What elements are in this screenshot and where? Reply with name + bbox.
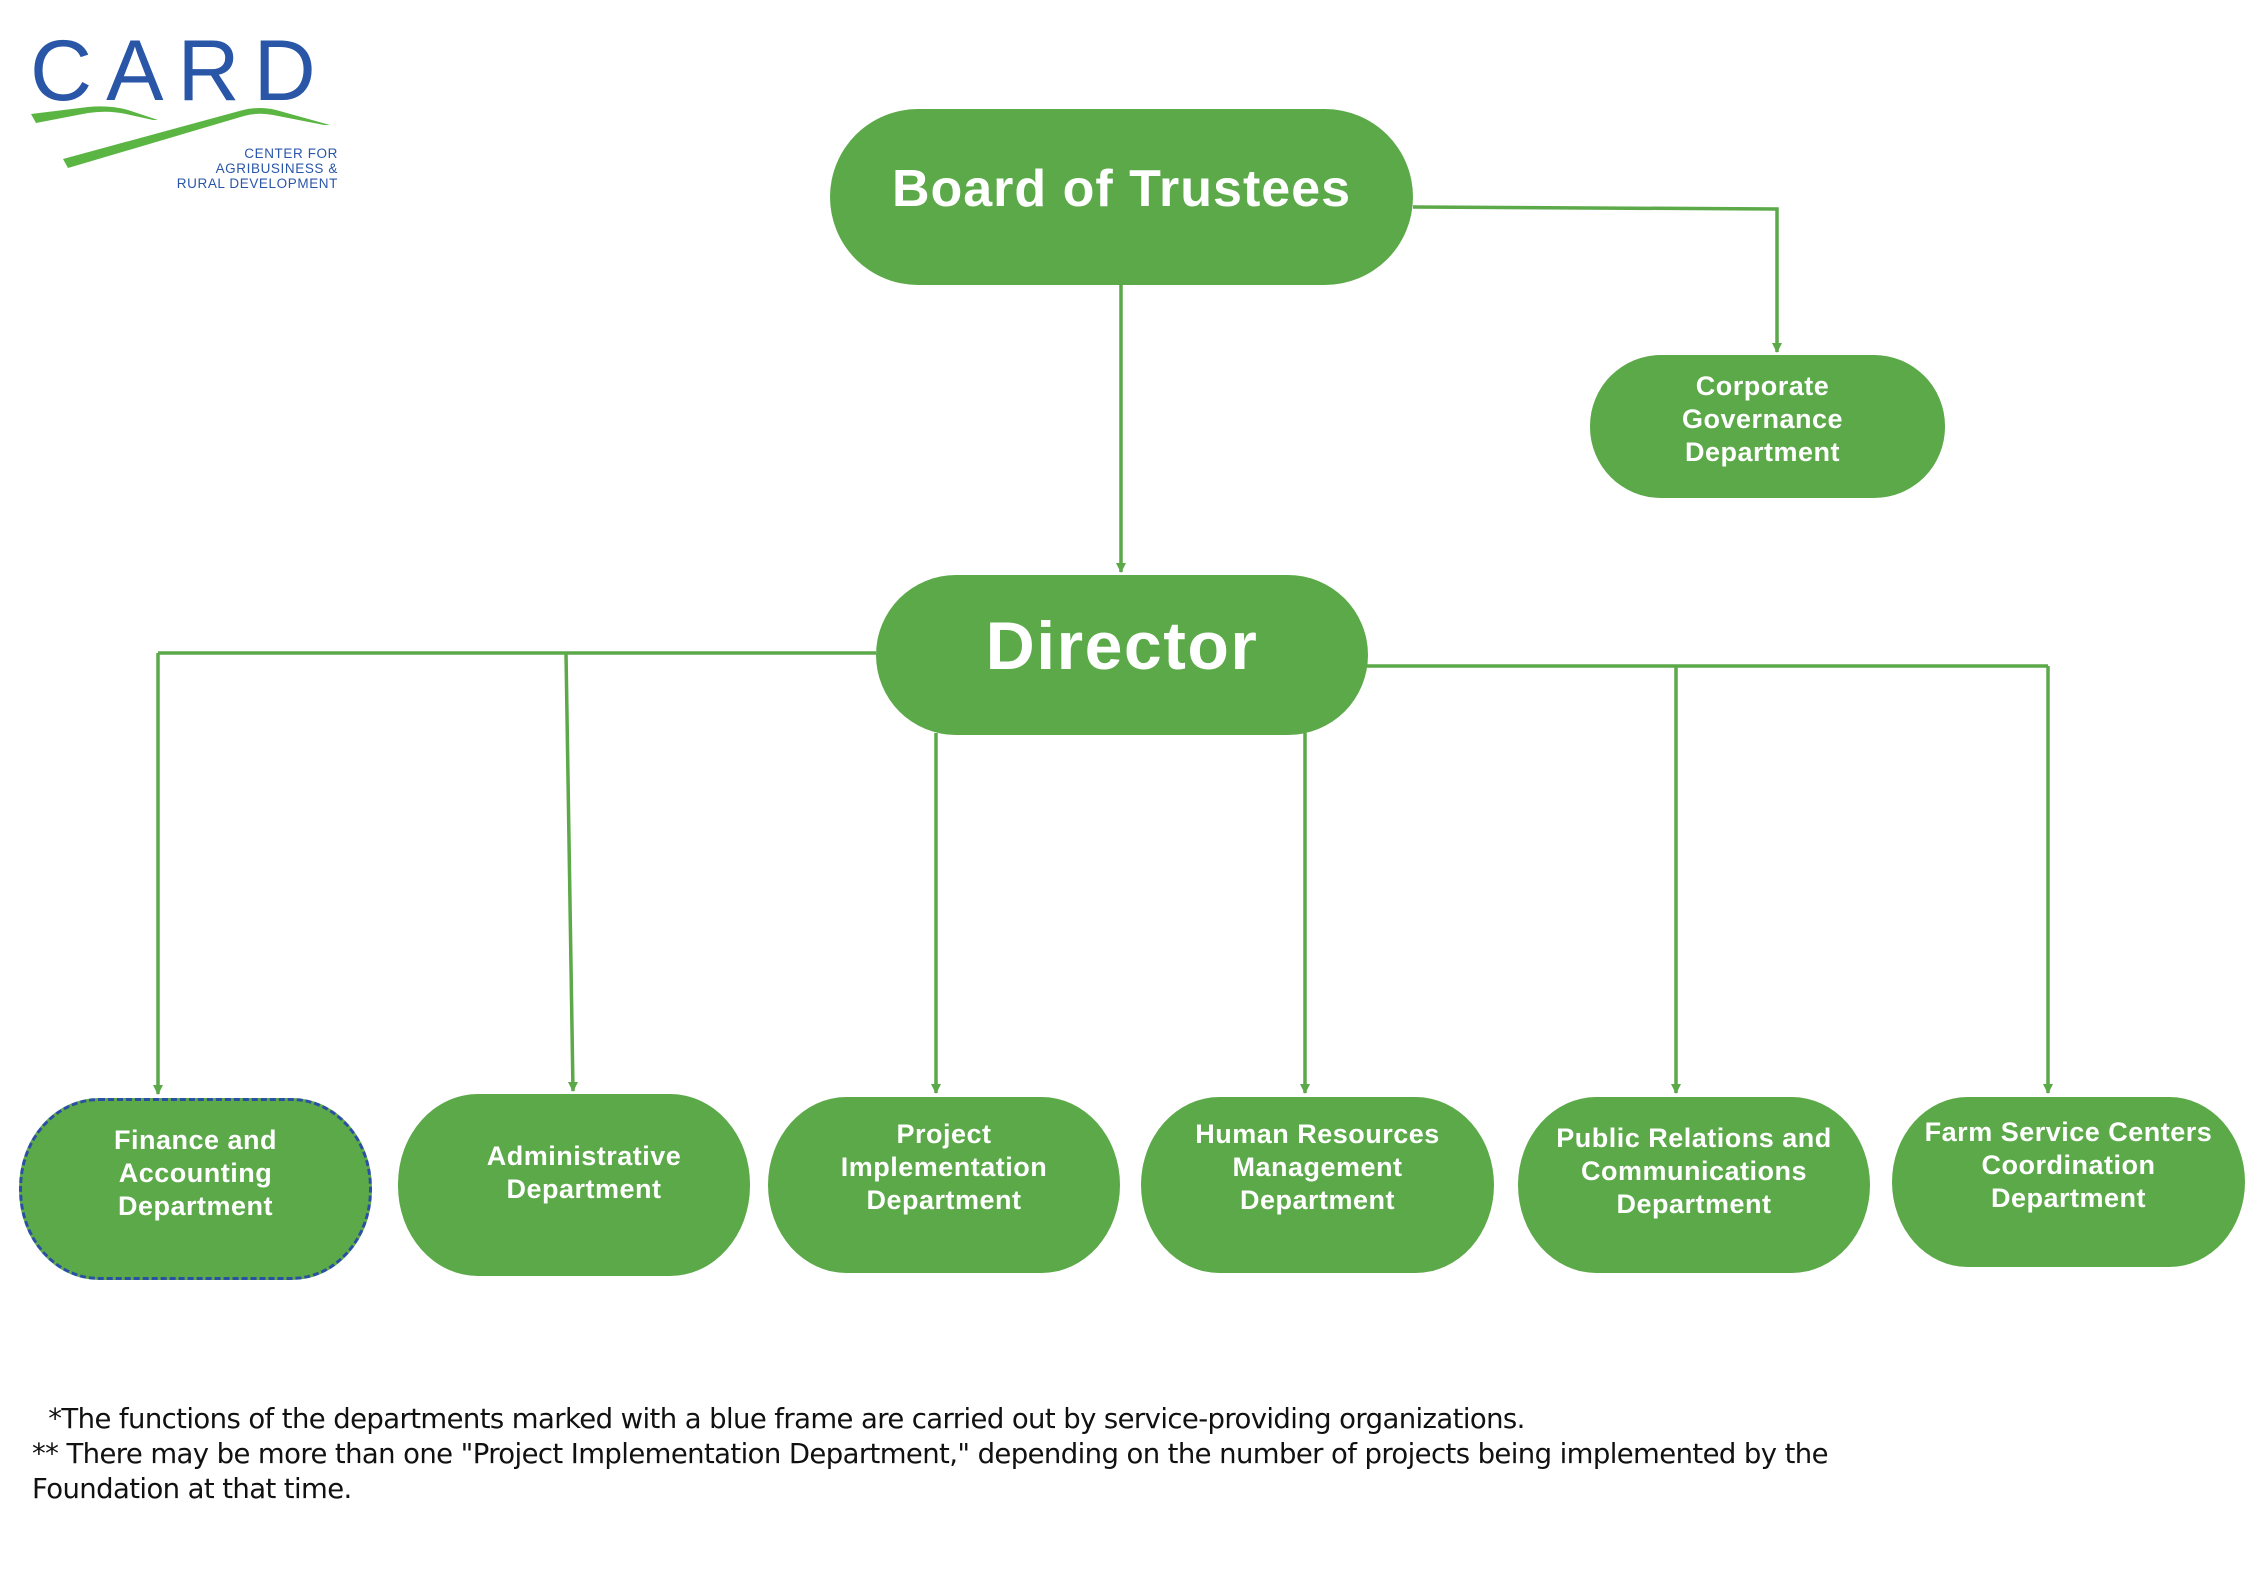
node-label: Project Implementation Department	[840, 1118, 1048, 1215]
logo-field-swoosh-icon	[31, 106, 330, 168]
connector-board-to-corporate	[1412, 205, 1782, 353]
node-administrative-department[interactable]: Administrative Department	[398, 1094, 750, 1276]
footnote-project-implementation-line-1: ** There may be more than one "Project I…	[32, 1438, 1829, 1470]
node-project-implementation-department[interactable]: Project Implementation Department	[768, 1097, 1120, 1273]
node-public-relations-and-communications-department[interactable]: Public Relations and Communications Depa…	[1518, 1097, 1870, 1273]
logo-subtitle: CENTER FOR AGRIBUSINESS & RURAL DEVELOPM…	[176, 146, 338, 191]
node-director[interactable]: Director	[876, 575, 1368, 735]
node-farm-service-centers-coordination-department[interactable]: Farm Service Centers Coordination Depart…	[1892, 1097, 2245, 1267]
node-human-resources-management-department[interactable]: Human Resources Management Department	[1141, 1097, 1494, 1273]
logo-wordmark: CARD	[30, 23, 330, 119]
footnote-project-implementation-line-2: Foundation at that time.	[32, 1473, 352, 1505]
node-label: Human Resources Management Department	[1195, 1118, 1440, 1215]
node-finance-and-accounting-department[interactable]: Finance and Accounting Department	[19, 1098, 372, 1280]
footnotes: *The functions of the departments marked…	[32, 1402, 2232, 1507]
node-label: Director	[985, 608, 1259, 684]
node-label: Finance and Accounting Department	[113, 1124, 278, 1221]
node-board-of-trustees[interactable]: Board of Trustees	[830, 109, 1413, 285]
card-logo: CARD CENTER FOR AGRIBUSINESS & RURAL DEV…	[28, 23, 338, 198]
node-label: Public Relations and Communications Depa…	[1556, 1122, 1832, 1219]
node-label: Farm Service Centers Coordination Depart…	[1924, 1116, 2213, 1213]
node-label: Board of Trustees	[891, 160, 1352, 218]
footnote-blue-frame: *The functions of the departments marked…	[32, 1403, 1525, 1435]
connector-director-to-administrative	[564, 652, 578, 1092]
node-corporate-governance-department[interactable]: Corporate Governance Department	[1590, 355, 1945, 498]
node-label: Corporate Governance Department	[1681, 371, 1844, 467]
node-label: Administrative Department	[486, 1141, 682, 1204]
